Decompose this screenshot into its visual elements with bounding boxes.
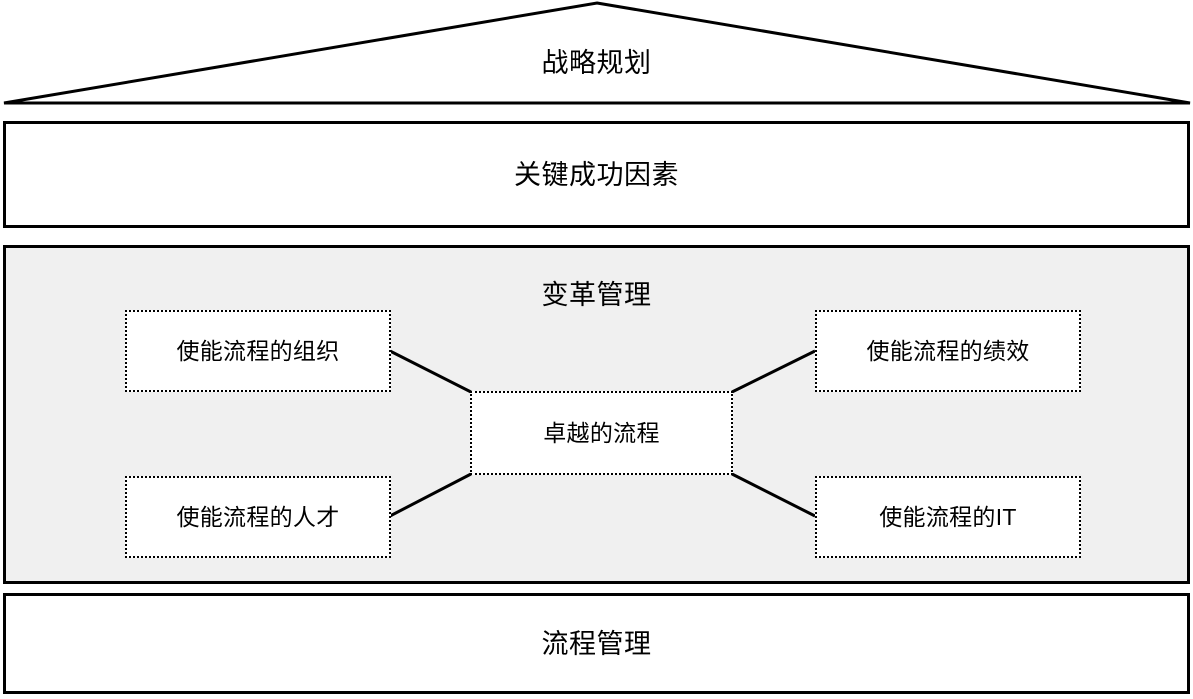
node-process-excellence[interactable]: 卓越的流程 [470, 391, 733, 475]
node-label-talent: 使能流程的人才 [176, 504, 340, 530]
roof-label-strategic-planning: 战略规划 [541, 48, 652, 78]
band-critical-success-factors: 关键成功因素 [3, 121, 1190, 228]
node-label-process-excellence: 卓越的流程 [543, 420, 660, 446]
section-title-change-management: 变革管理 [541, 280, 652, 310]
band-label-process-management: 流程管理 [541, 628, 652, 659]
node-label-performance: 使能流程的绩效 [866, 338, 1030, 364]
band-label-critical-success-factors: 关键成功因素 [514, 159, 679, 190]
node-enabling-process-talent[interactable]: 使能流程的人才 [125, 476, 391, 558]
roof-shape [0, 0, 1193, 110]
node-label-it: 使能流程的IT [879, 504, 1017, 530]
node-enabling-process-performance[interactable]: 使能流程的绩效 [815, 310, 1081, 392]
node-label-organization: 使能流程的组织 [176, 338, 340, 364]
node-enabling-process-organization[interactable]: 使能流程的组织 [125, 310, 391, 392]
band-process-management: 流程管理 [3, 593, 1190, 694]
node-enabling-process-it[interactable]: 使能流程的IT [815, 476, 1081, 558]
